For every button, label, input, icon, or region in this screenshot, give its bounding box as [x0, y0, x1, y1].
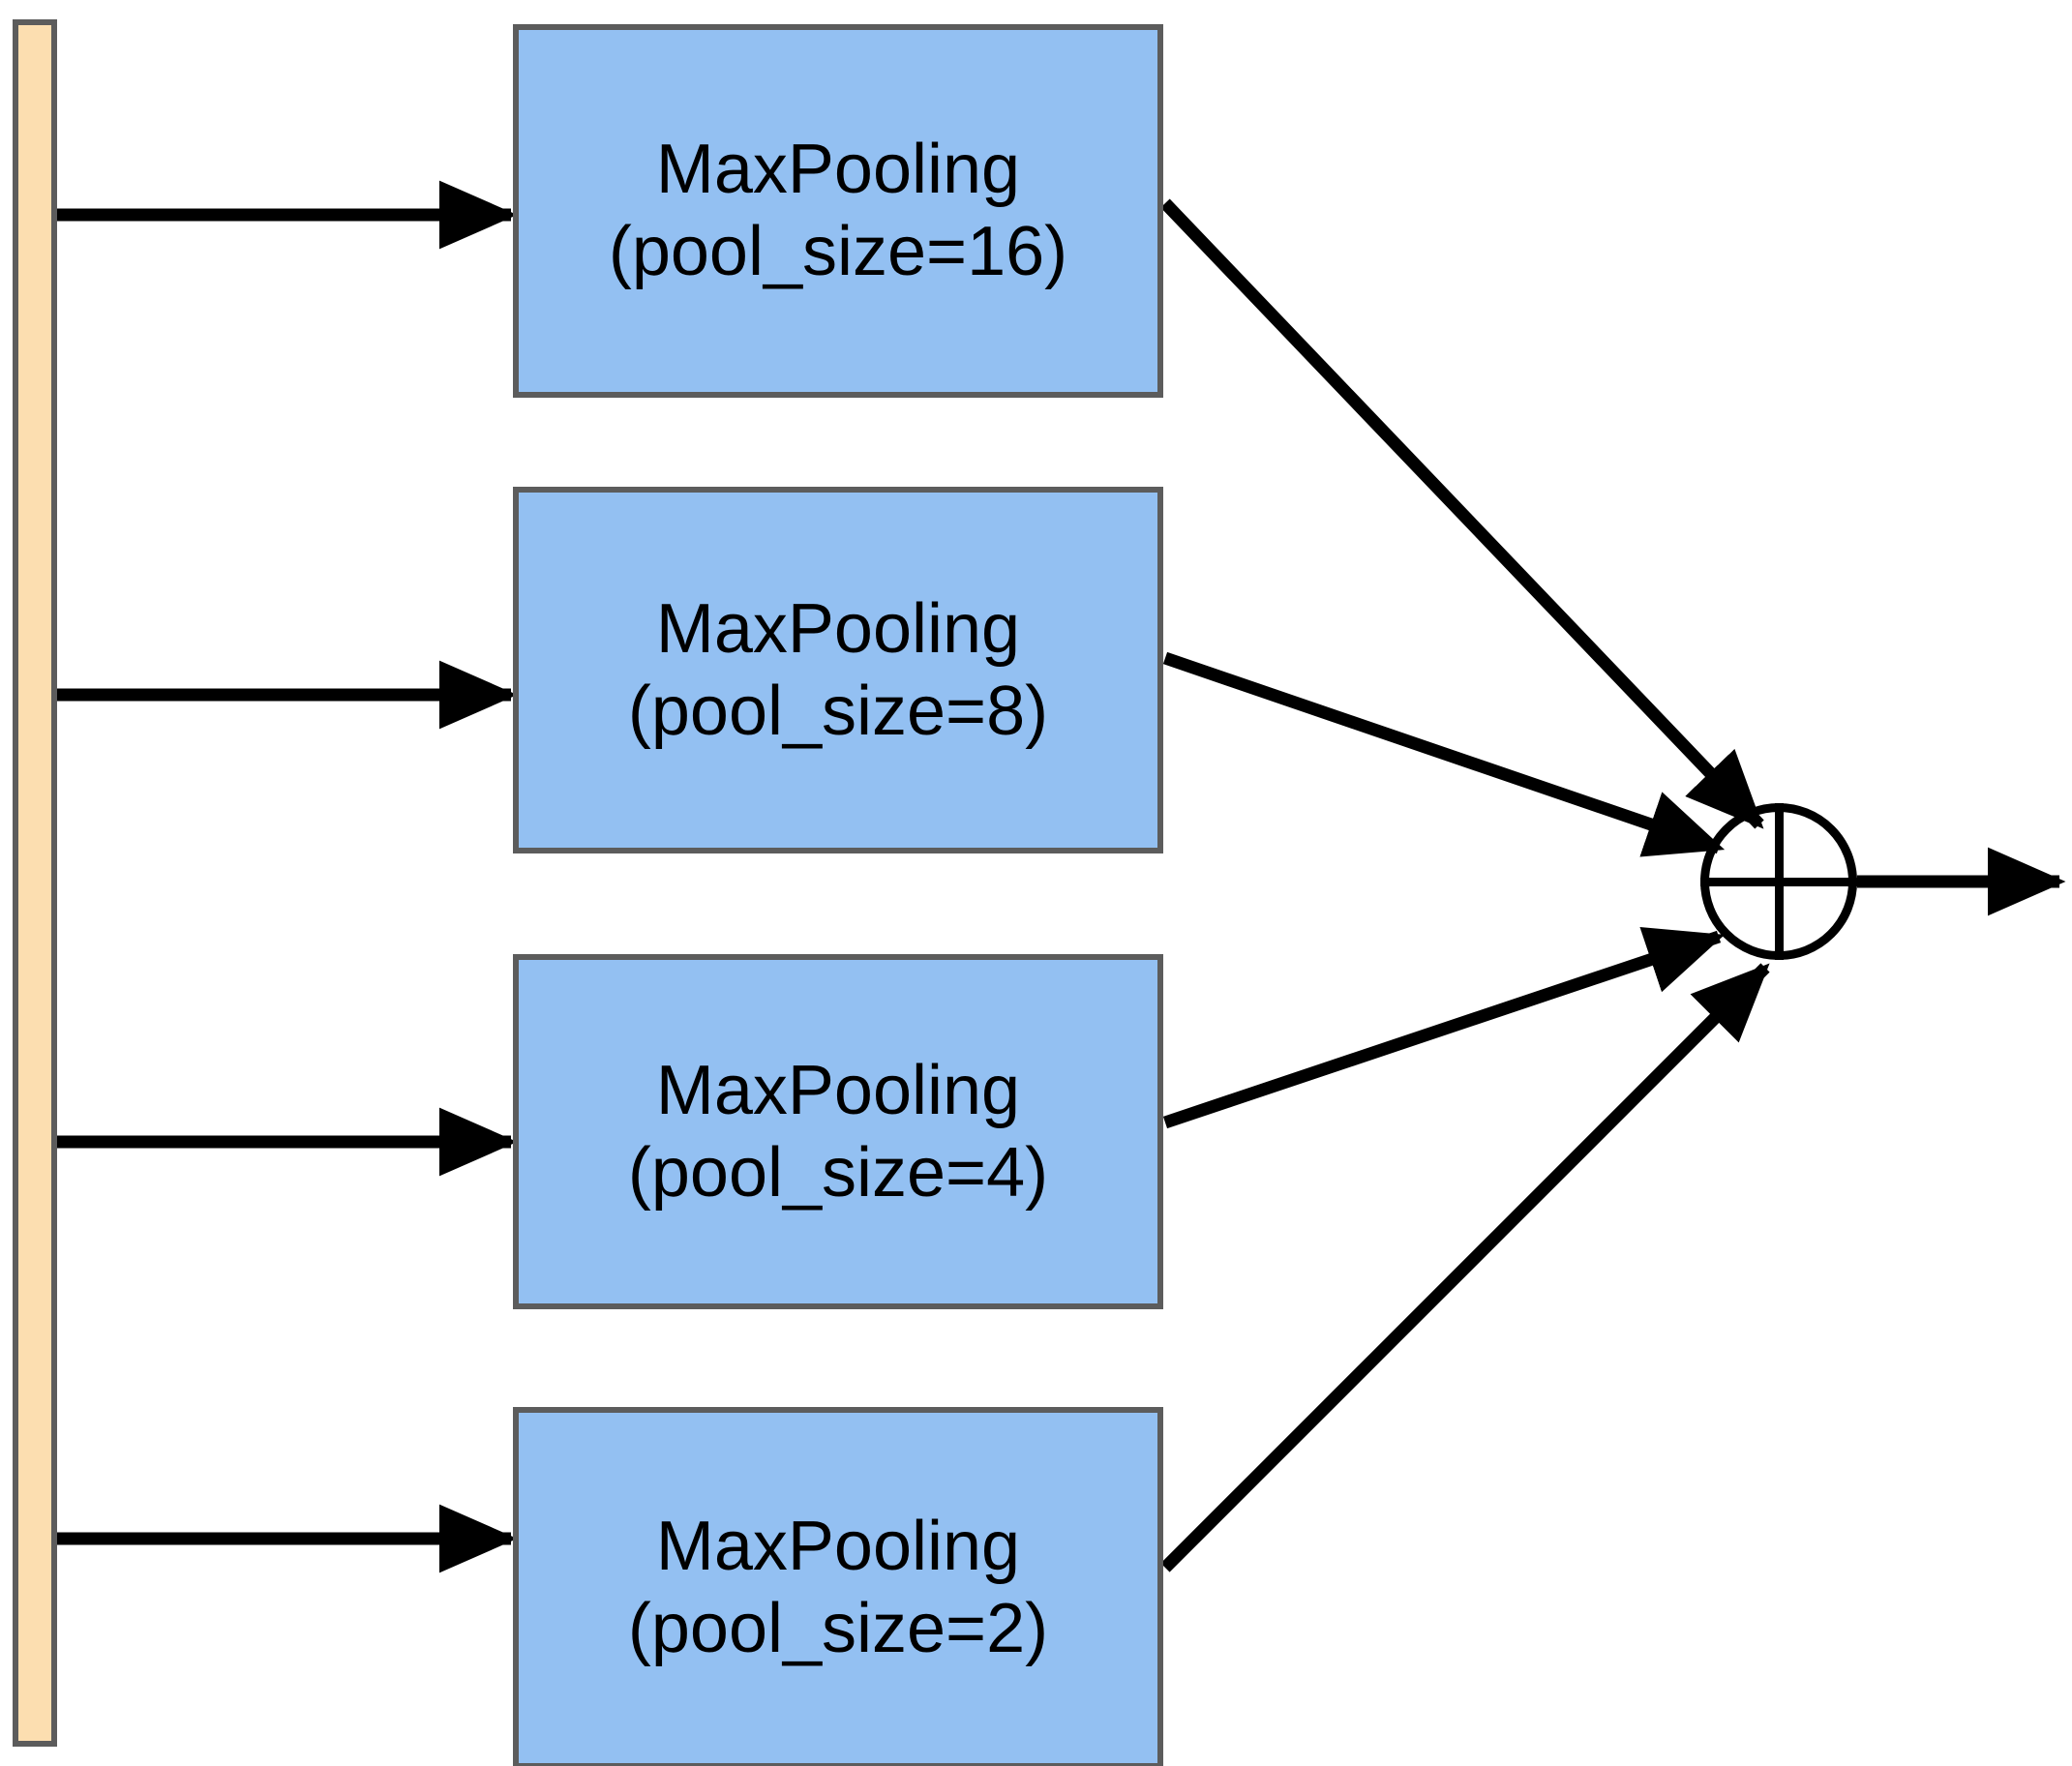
- circled-plus-icon[interactable]: [1700, 803, 1857, 960]
- maxpooling-box-8-line1: MaxPooling: [655, 589, 1021, 668]
- maxpooling-box-4-line1: MaxPooling: [655, 1051, 1021, 1129]
- maxpooling-box-2-line2: (pool_size=2): [627, 1590, 1049, 1667]
- maxpooling-box-4-line2: (pool_size=4): [627, 1133, 1049, 1212]
- edge-branch-2-to-sum: [1160, 963, 1770, 1572]
- input-feature-map-bar[interactable]: [13, 19, 57, 1747]
- maxpooling-box-2[interactable]: MaxPooling (pool_size=2): [513, 1407, 1163, 1766]
- plus-vertical-stroke: [1775, 803, 1784, 960]
- edge-branch-8-to-sum: [1162, 651, 1726, 857]
- maxpooling-box-16[interactable]: MaxPooling (pool_size=16): [513, 24, 1163, 398]
- edge-branch-16-to-sum: [1160, 198, 1764, 829]
- maxpooling-box-4[interactable]: MaxPooling (pool_size=4): [513, 954, 1163, 1309]
- edge-branch-4-to-sum: [1162, 926, 1726, 1129]
- maxpooling-box-8[interactable]: MaxPooling (pool_size=8): [513, 487, 1163, 853]
- maxpooling-box-16-line1: MaxPooling: [655, 131, 1021, 209]
- maxpooling-box-16-line2: (pool_size=16): [608, 213, 1068, 290]
- maxpooling-box-8-line2: (pool_size=8): [627, 672, 1049, 750]
- maxpooling-box-2-line1: MaxPooling: [655, 1508, 1021, 1586]
